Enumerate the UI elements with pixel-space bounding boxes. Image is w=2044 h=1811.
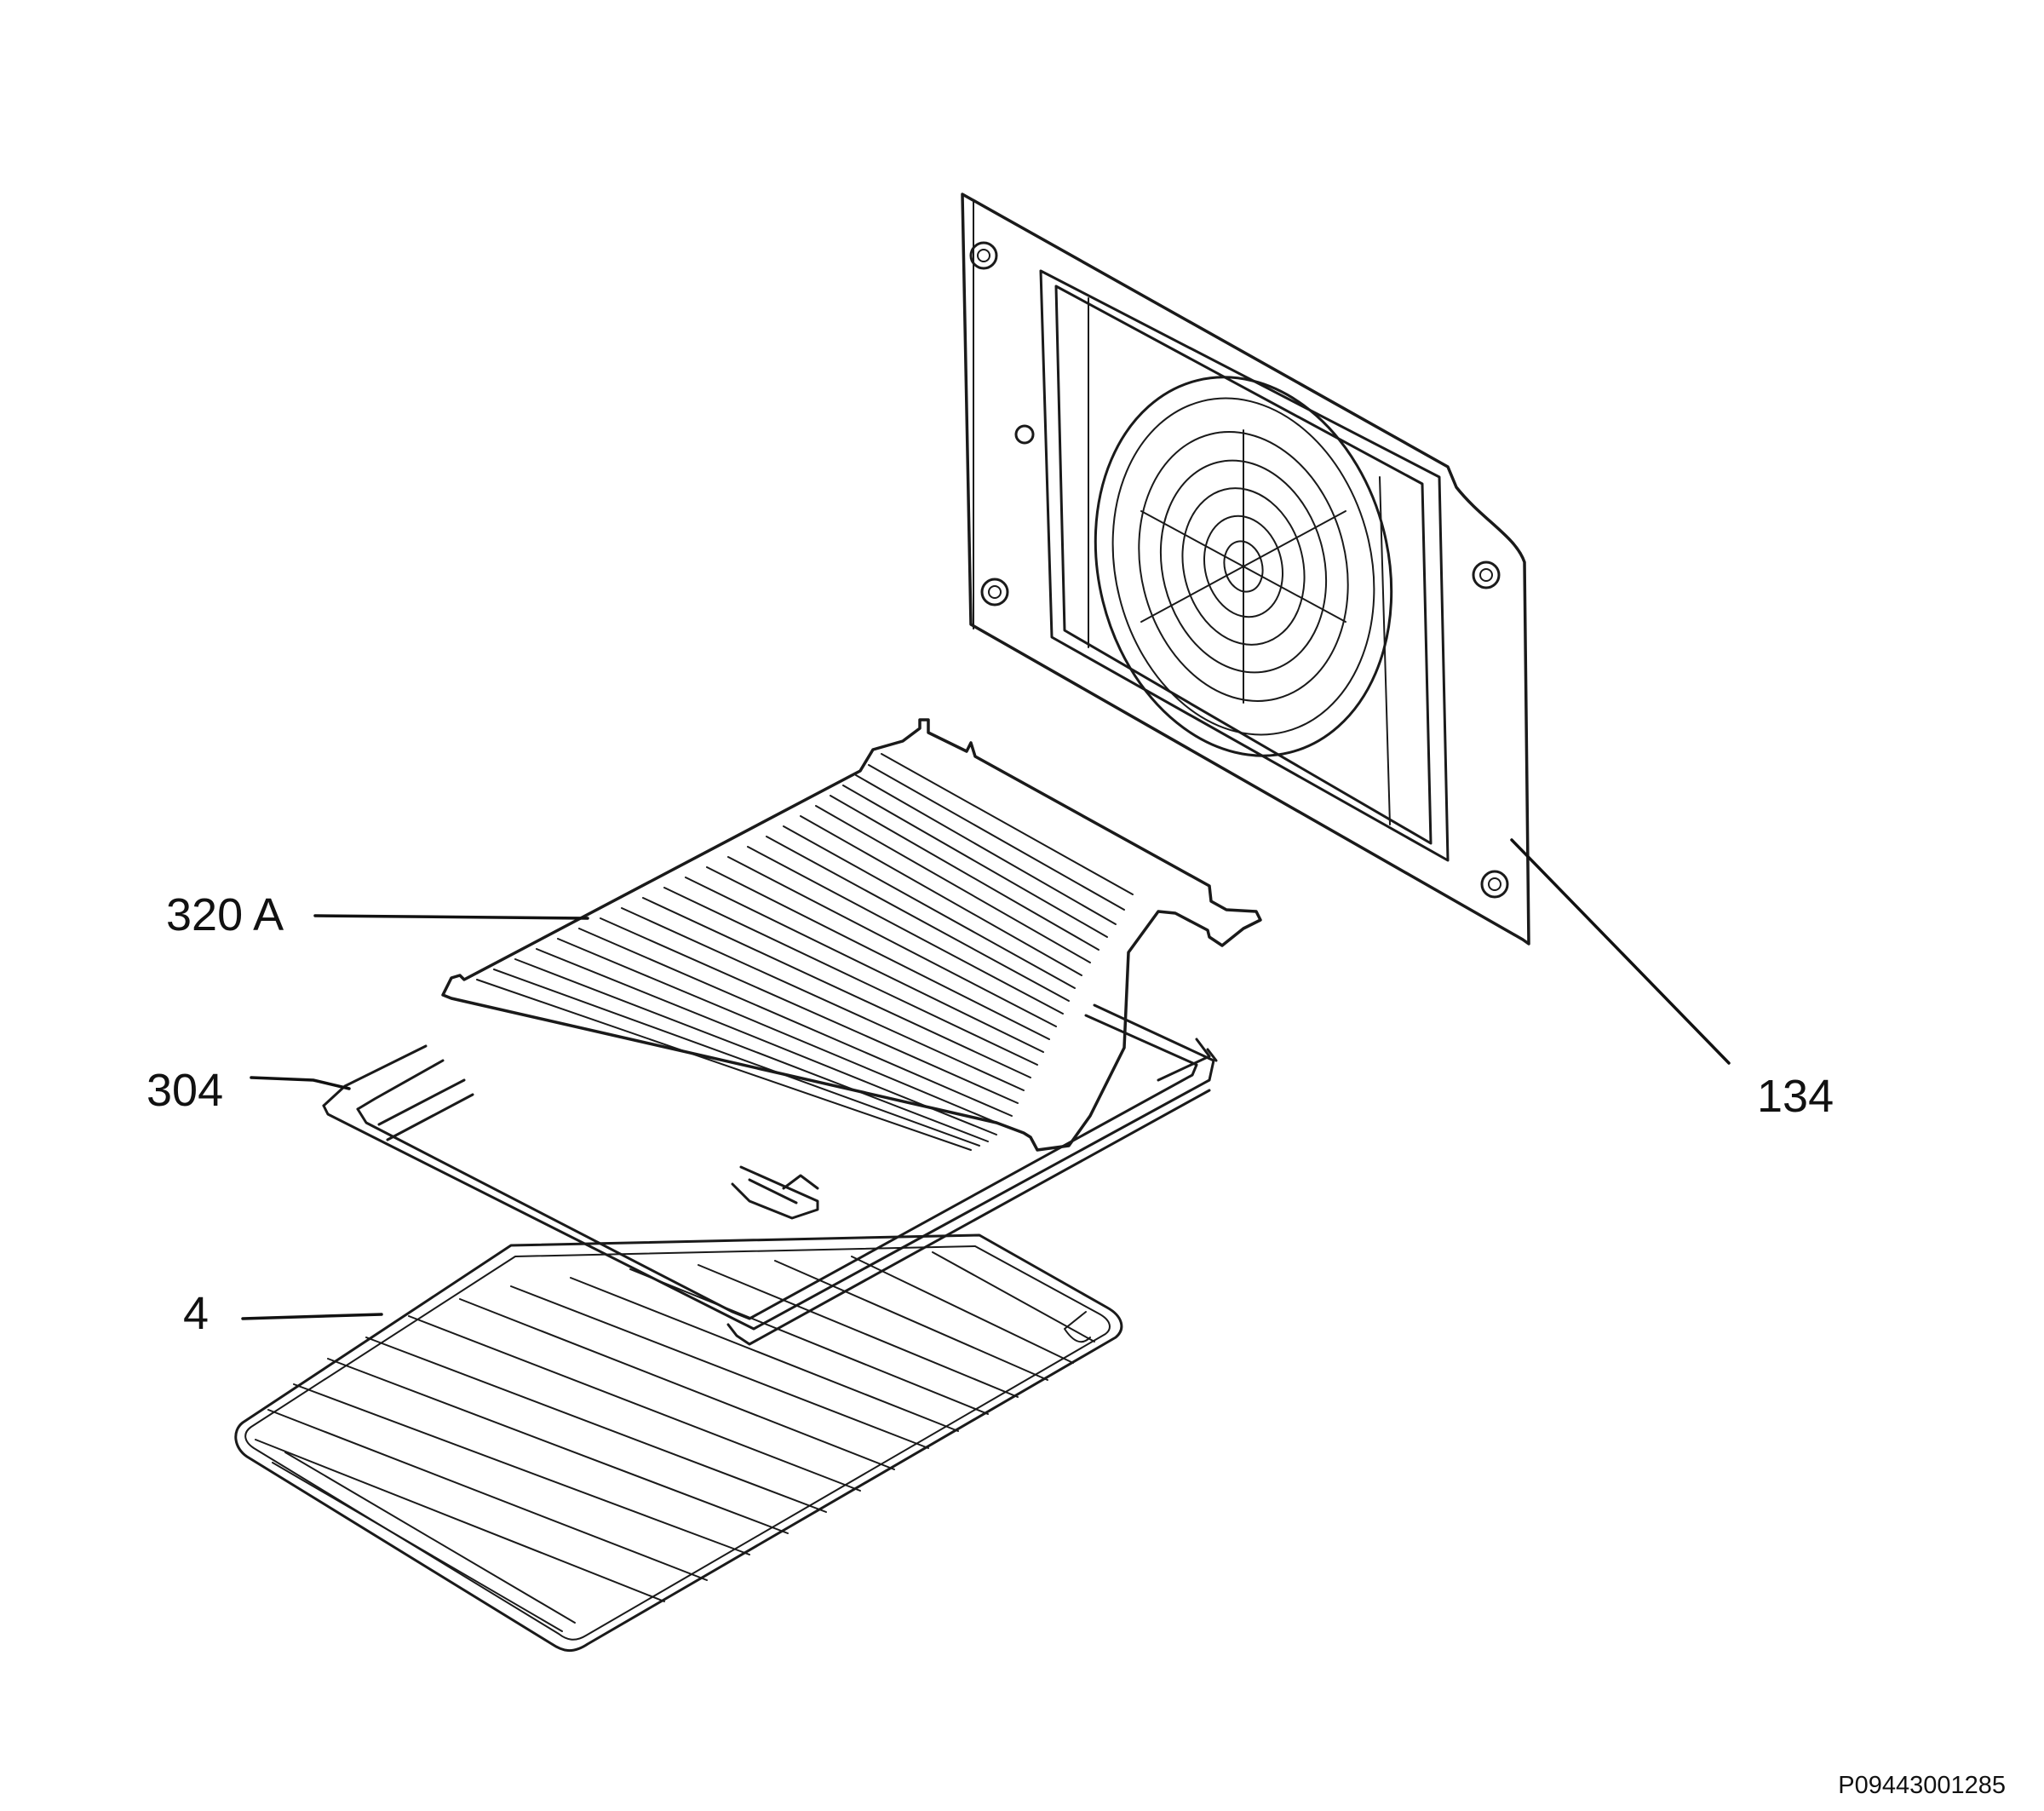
label-320a: 320 A <box>166 889 284 940</box>
grill-plate-320a <box>441 718 1262 1152</box>
wire-shelf-bars <box>255 1251 1095 1602</box>
leader-lines <box>241 838 1731 1320</box>
label-134: 134 <box>1757 1071 1834 1122</box>
leader-304 <box>250 1076 351 1090</box>
label-4: 4 <box>183 1288 209 1339</box>
leader-134 <box>1510 838 1731 1065</box>
rear-fan-cover-134 <box>961 193 1530 946</box>
fan-grille <box>1094 376 1393 757</box>
label-304: 304 <box>146 1065 223 1116</box>
wire-shelf-4 <box>234 1233 1123 1652</box>
leader-320a <box>313 914 589 920</box>
reference-code: P09443001285 <box>1838 1772 2006 1799</box>
mounting-screws <box>969 241 1509 899</box>
heating-element-304 <box>322 1003 1218 1346</box>
grill-plate-ribs <box>476 753 1134 1151</box>
leader-4 <box>241 1313 383 1320</box>
